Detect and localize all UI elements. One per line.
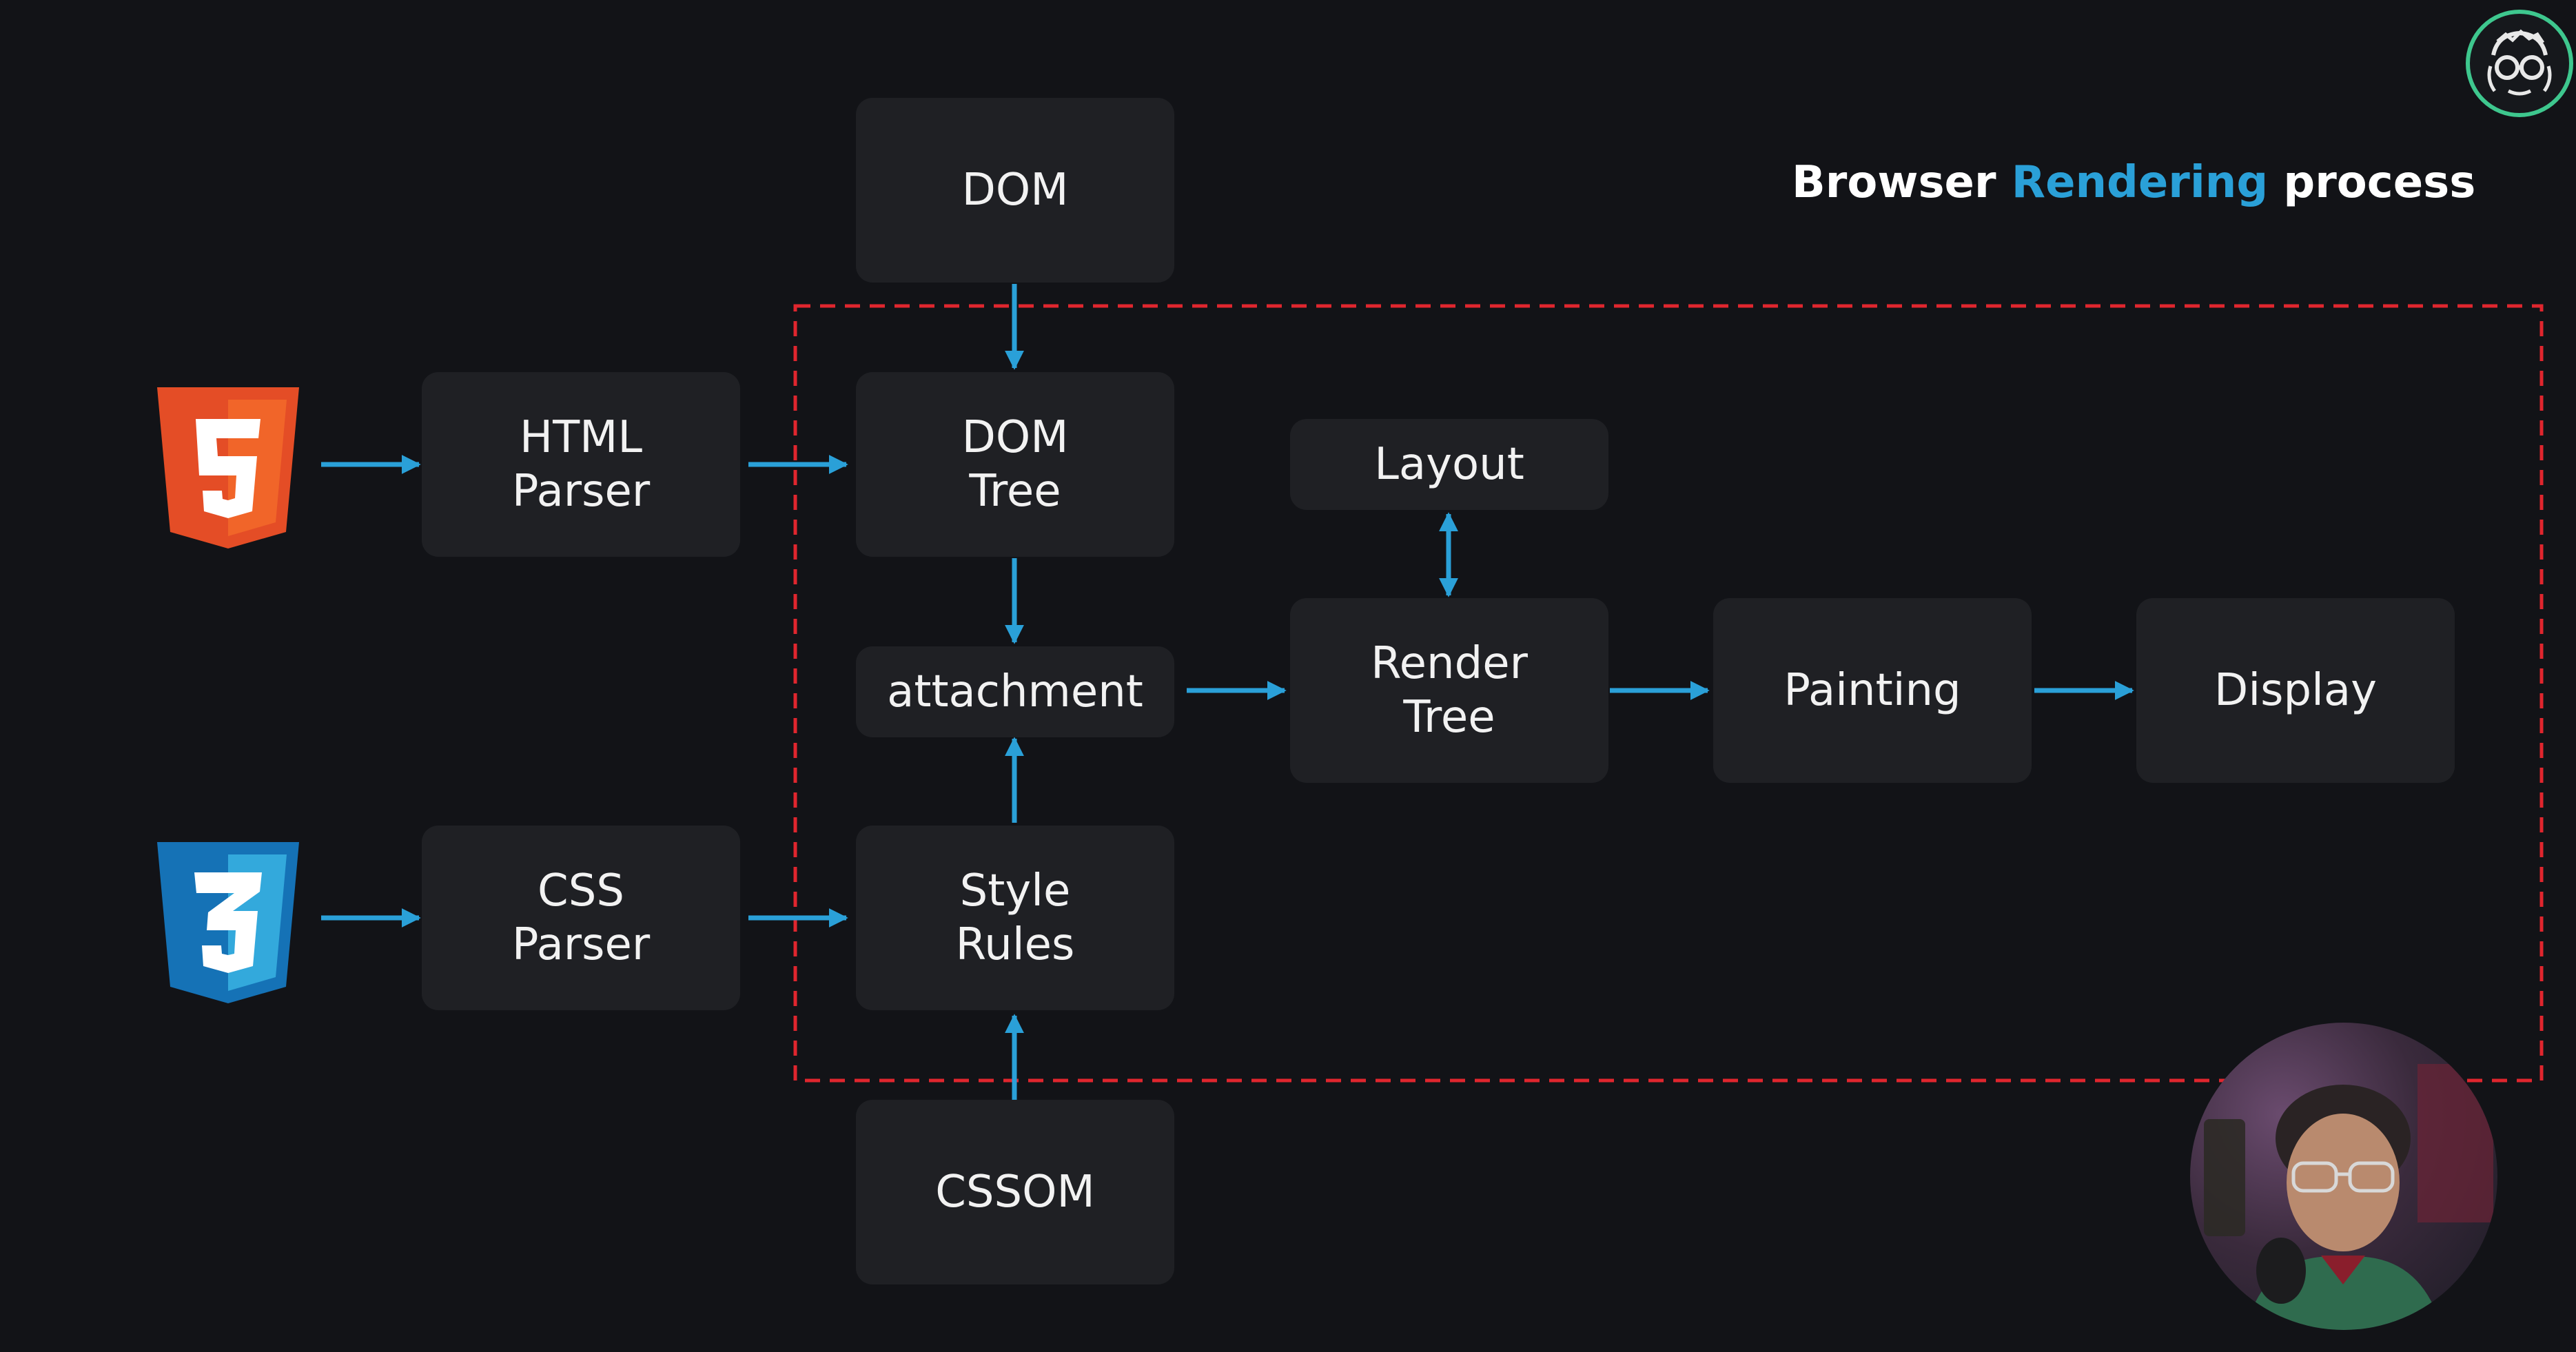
css3-logo-icon xyxy=(157,842,299,1003)
html5-logo-icon xyxy=(157,387,299,549)
node-label: DOM xyxy=(961,165,1069,216)
node-label: HTML Parser xyxy=(511,412,651,517)
processing-region-outline xyxy=(793,304,2544,1083)
node-label: Painting xyxy=(1783,665,1961,716)
node-dom: DOM xyxy=(856,98,1174,283)
node-dom-tree: DOM Tree xyxy=(856,372,1174,557)
node-label: CSS Parser xyxy=(511,866,651,970)
node-layout: Layout xyxy=(1290,419,1608,510)
title-prefix: Browser xyxy=(1792,157,1996,208)
title-suffix: process xyxy=(2283,157,2476,208)
node-label: Display xyxy=(2214,665,2377,716)
node-render-tree: Render Tree xyxy=(1290,598,1608,783)
node-painting: Painting xyxy=(1713,598,2032,783)
node-cssom: CSSOM xyxy=(856,1100,1174,1284)
node-label: DOM Tree xyxy=(961,412,1069,517)
node-html-parser: HTML Parser xyxy=(422,372,740,557)
node-label: Render Tree xyxy=(1371,638,1528,743)
node-label: Layout xyxy=(1374,439,1524,490)
diagram-title: Browser Rendering process xyxy=(1792,157,2475,208)
presenter-webcam xyxy=(2190,1023,2497,1330)
node-css-parser: CSS Parser xyxy=(422,826,740,1010)
node-label: attachment xyxy=(887,666,1143,717)
title-highlight: Rendering xyxy=(2011,157,2269,208)
node-label: Style Rules xyxy=(955,866,1075,970)
node-style-rules: Style Rules xyxy=(856,826,1174,1010)
node-display: Display xyxy=(2136,598,2455,783)
node-label: CSSOM xyxy=(935,1167,1095,1218)
node-attachment: attachment xyxy=(856,646,1174,737)
glasses-face-logo-icon xyxy=(2466,10,2573,117)
